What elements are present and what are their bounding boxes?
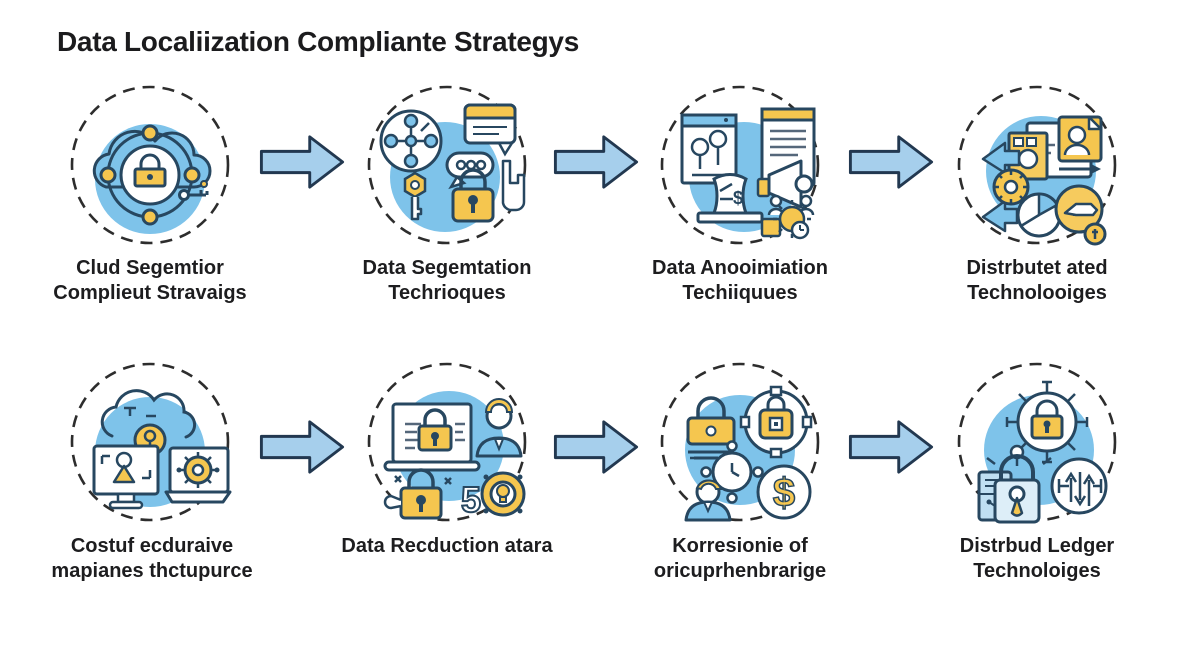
cloud-security-network-icon xyxy=(68,83,232,247)
page-title: Data Localiization Compliante Strategys xyxy=(57,26,579,57)
right-arrow-icon xyxy=(551,418,641,476)
svg-text:$: $ xyxy=(733,188,743,208)
right-arrow-icon xyxy=(551,133,641,191)
data-reduction-icon: 5 xyxy=(365,360,529,524)
right-arrow-icon xyxy=(846,418,936,476)
access-control-icon: $ xyxy=(658,360,822,524)
distributed-data-icon xyxy=(955,83,1119,247)
caption-data-reduction: Data Recduction atara xyxy=(341,535,553,557)
data-segmentation-icon xyxy=(365,83,529,247)
right-arrow-icon xyxy=(846,133,936,191)
right-arrow-icon xyxy=(257,418,347,476)
svg-text:$: $ xyxy=(773,471,795,515)
distributed-ledger-icon xyxy=(955,360,1119,524)
right-arrow-icon xyxy=(257,133,347,191)
cloud-infrastructure-icon xyxy=(68,360,232,524)
svg-text:5: 5 xyxy=(461,479,481,520)
data-anonymization-icon: $ xyxy=(658,83,822,247)
